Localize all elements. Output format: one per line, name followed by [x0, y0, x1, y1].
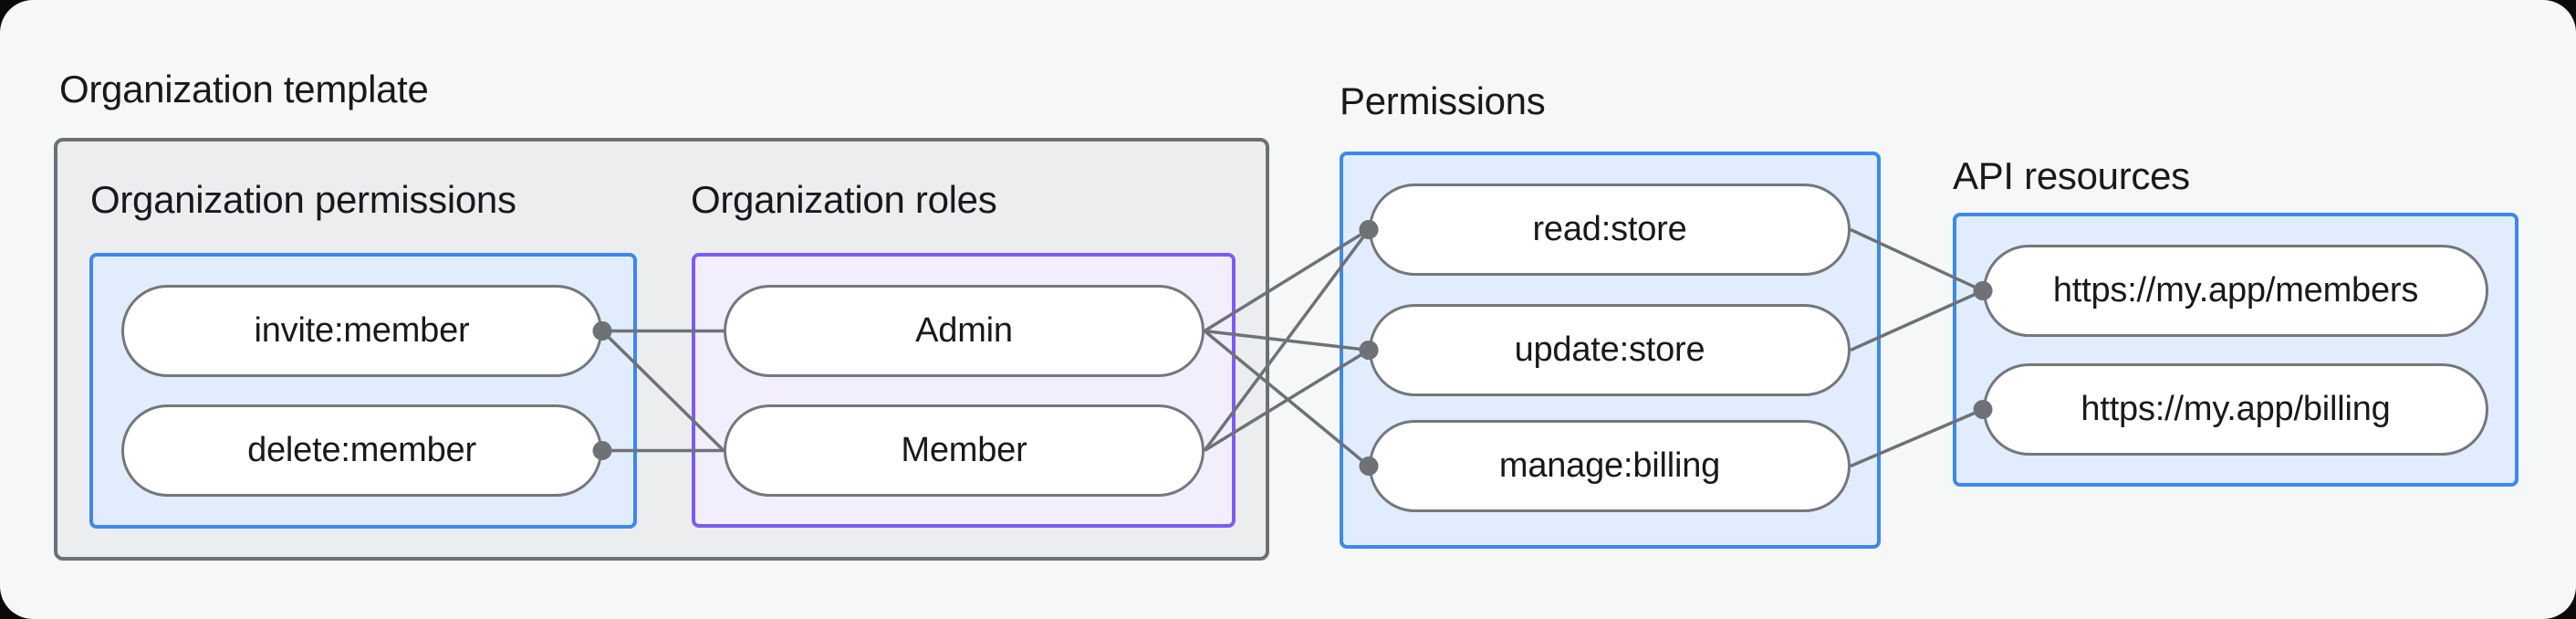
- node-label-read: read:store: [1532, 210, 1687, 248]
- node-billing_api: https://my.app/billing: [1983, 363, 2488, 456]
- node-label-update: update:store: [1514, 330, 1705, 369]
- node-member: Member: [724, 404, 1205, 497]
- node-label-billing_api: https://my.app/billing: [2081, 390, 2391, 428]
- node-label-delete: delete:member: [247, 431, 476, 469]
- node-delete: delete:member: [121, 404, 602, 497]
- node-label-manage: manage:billing: [1498, 446, 1721, 485]
- node-label-admin: Admin: [915, 311, 1013, 350]
- node-invite: invite:member: [121, 285, 602, 377]
- node-label-members_api: https://my.app/members: [2052, 271, 2419, 310]
- node-manage: manage:billing: [1369, 420, 1851, 512]
- permissions-label: Permissions: [1340, 79, 1546, 122]
- organization-template-label: Organization template: [59, 68, 429, 110]
- node-admin: Admin: [724, 285, 1205, 377]
- node-update: update:store: [1369, 304, 1851, 396]
- node-label-invite: invite:member: [254, 311, 470, 350]
- node-members_api: https://my.app/members: [1983, 245, 2488, 337]
- organization-roles-label: Organization roles: [691, 178, 997, 221]
- node-label-member: Member: [901, 431, 1027, 469]
- organization-permissions-label: Organization permissions: [90, 178, 516, 221]
- api-resources-label: API resources: [1953, 154, 2190, 197]
- node-read: read:store: [1369, 184, 1851, 276]
